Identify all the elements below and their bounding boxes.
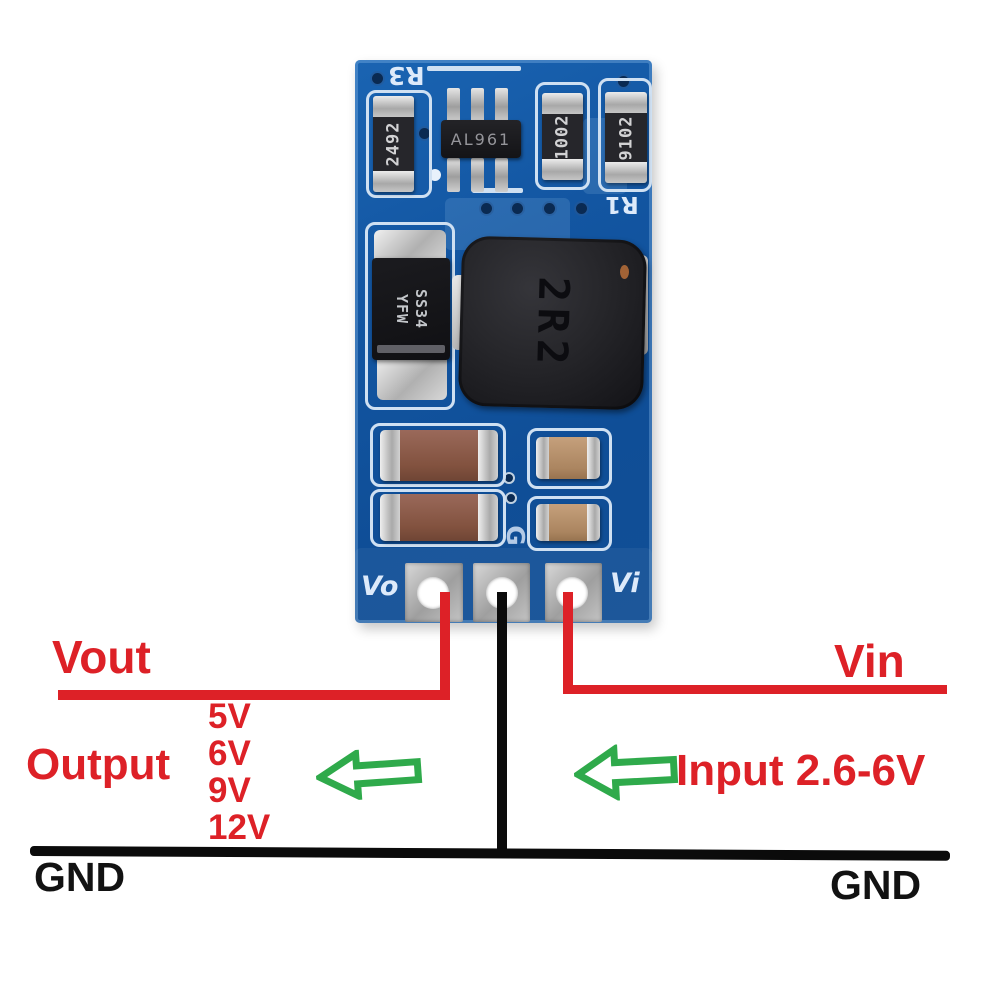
capacitor-terminal <box>587 504 600 541</box>
silkscreen-line <box>427 66 521 71</box>
vin-wire-horizontal <box>563 685 947 694</box>
chip-resistor-2492: 2492 <box>373 96 414 192</box>
ic-lead <box>471 88 484 122</box>
capacitor-terminal <box>478 494 498 541</box>
vout-label: Vout <box>52 631 151 683</box>
ic-marking: AL961 <box>450 129 512 149</box>
resistor-terminal <box>373 96 414 117</box>
resistor-terminal <box>605 162 647 183</box>
pad-vout <box>405 563 463 622</box>
power-inductor: 2R2 <box>457 235 648 411</box>
capacitor-terminal <box>380 430 400 481</box>
via-hole <box>576 203 587 214</box>
vin-label: Vin <box>834 635 905 687</box>
silkscreen-outline <box>527 428 612 489</box>
vout-wire-vertical <box>440 592 450 700</box>
diode-marking: SS34 YFW <box>392 289 430 329</box>
pad-vin <box>545 563 602 622</box>
solder-pad <box>377 355 447 400</box>
left-arrow-icon <box>314 747 423 802</box>
capacitor-large-1 <box>380 430 498 481</box>
resistor-terminal <box>605 92 647 113</box>
vout-wire-horizontal <box>58 690 450 700</box>
flux-residue <box>620 265 629 279</box>
capacitor-body <box>549 437 587 479</box>
vin-wire-vertical <box>563 592 573 694</box>
silkscreen-outline <box>598 78 652 192</box>
capacitor-terminal <box>536 504 549 541</box>
via-hole <box>505 492 517 504</box>
diode-brand: YFW <box>393 293 411 325</box>
diode-ss34: SS34 YFW <box>372 258 450 360</box>
gnd-wire-vertical <box>497 592 507 855</box>
ic-lead <box>471 158 484 192</box>
silkscreen-outline <box>370 423 506 487</box>
capacitor-terminal <box>587 437 600 479</box>
resistor-terminal <box>542 93 583 114</box>
gnd-bus-line <box>29 846 951 861</box>
silkscreen-outline <box>366 90 432 198</box>
silkscreen-label-vo: Vo <box>361 571 399 602</box>
capacitor-terminal <box>536 437 549 479</box>
resistor-marking: 1002 <box>552 114 573 159</box>
voltage-option-12v: 12V <box>208 808 271 847</box>
left-arrow-icon <box>572 743 679 802</box>
via-hole <box>512 203 523 214</box>
silkscreen-dot <box>429 169 441 181</box>
capacitor-terminal <box>380 494 400 541</box>
gnd-label-left: GND <box>34 854 126 900</box>
resistor-marking: 9102 <box>616 115 637 160</box>
via-hole <box>419 128 430 139</box>
capacitor-body <box>549 504 587 541</box>
via-hole <box>481 203 492 214</box>
ic-lead <box>447 88 460 122</box>
capacitor-body <box>400 494 478 541</box>
input-range-label: Input 2.6-6V <box>676 746 926 795</box>
via-hole <box>618 76 629 87</box>
ic-chip-al961: AL961 <box>441 120 521 158</box>
output-voltage-list: 5V 6V 9V 12V <box>208 698 270 846</box>
voltage-option-5v: 5V <box>208 697 251 736</box>
ic-lead <box>495 158 508 192</box>
silkscreen-label-vi: Vi <box>610 568 640 599</box>
silkscreen-outline <box>370 489 506 547</box>
silkscreen-outline <box>527 496 612 551</box>
voltage-option-9v: 9V <box>208 771 251 810</box>
gnd-label-right: GND <box>830 862 922 908</box>
silkscreen-label-r3: R3 <box>388 61 425 90</box>
inductor-marking: 2R2 <box>526 275 579 371</box>
via-hole <box>372 73 383 84</box>
capacitor-terminal <box>478 430 498 481</box>
via-hole <box>544 203 555 214</box>
output-label: Output <box>26 740 171 789</box>
capacitor-large-2 <box>380 494 498 541</box>
resistor-terminal <box>373 171 414 192</box>
diode-part-number: SS34 <box>412 288 430 330</box>
pcb-board: R3 R1 G Vo Vi 2492 1002 9102 AL961 <box>355 60 652 623</box>
capacitor-small-1 <box>536 437 600 479</box>
capacitor-body <box>400 430 478 481</box>
ic-lead <box>495 88 508 122</box>
diode-cathode-band <box>377 345 445 353</box>
voltage-option-6v: 6V <box>208 734 251 773</box>
resistor-terminal <box>542 159 583 180</box>
silkscreen-outline <box>535 82 590 190</box>
chip-resistor-1002: 1002 <box>542 93 583 180</box>
ic-lead <box>447 158 460 192</box>
resistor-marking: 2492 <box>383 121 404 167</box>
silkscreen-label-r1: R1 <box>605 191 639 217</box>
capacitor-small-2 <box>536 504 600 541</box>
chip-resistor-9102: 9102 <box>605 92 647 183</box>
